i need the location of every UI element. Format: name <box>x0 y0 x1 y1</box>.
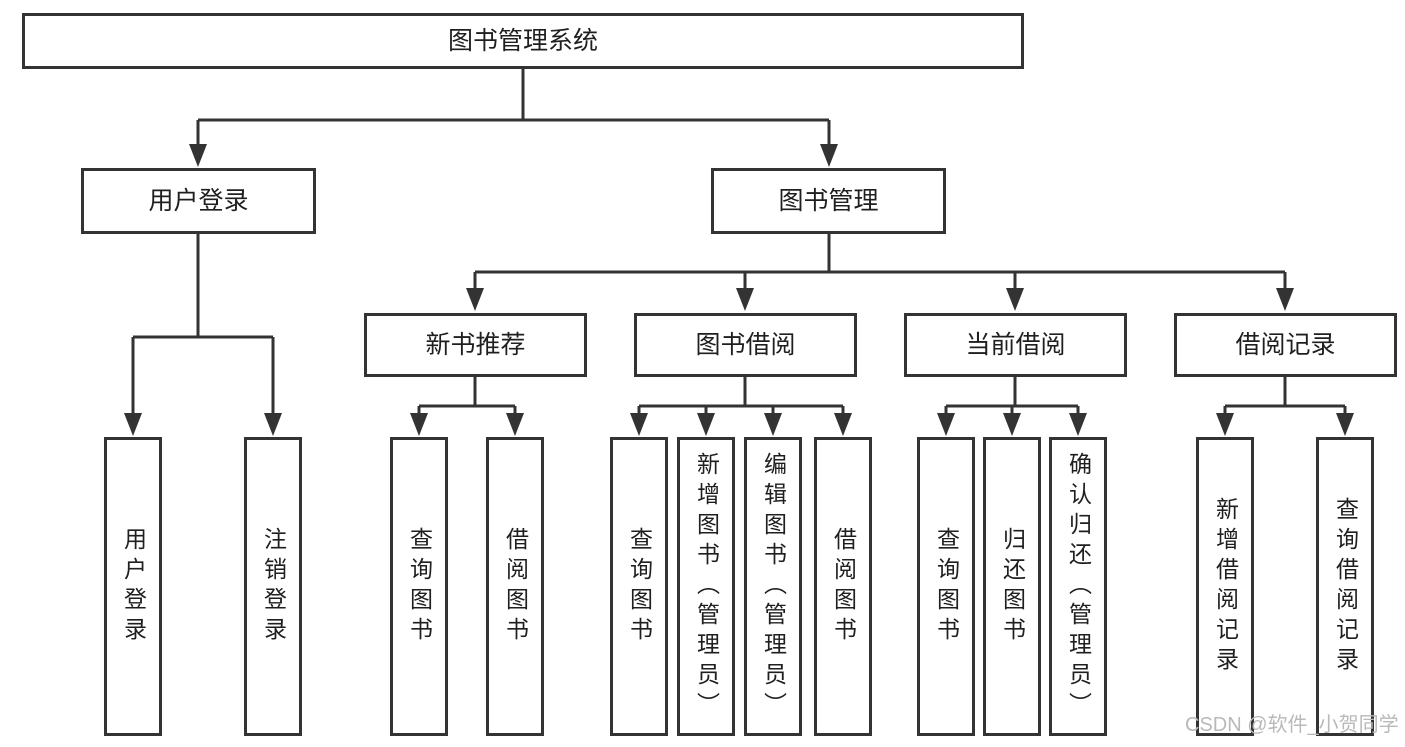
node-label: 新增图书（管理员） <box>693 451 720 722</box>
leaf-add-borrow-record: 新增借阅记录 <box>1196 437 1254 736</box>
node-label: 注销登录 <box>260 526 287 647</box>
node-label: 当前借阅 <box>965 330 1066 359</box>
node-label: 新书推荐 <box>425 330 526 359</box>
node-new-book-recommendation: 新书推荐 <box>364 313 587 377</box>
node-borrowing-records: 借阅记录 <box>1174 313 1397 377</box>
node-label: 编辑图书（管理员） <box>760 451 787 722</box>
node-book-borrowing: 图书借阅 <box>634 313 857 377</box>
leaf-query-books-recommend: 查询图书 <box>390 437 448 736</box>
leaf-borrow-books-borrowing: 借阅图书 <box>814 437 872 736</box>
node-label: 图书借阅 <box>695 330 796 359</box>
node-label: 查询图书 <box>933 526 960 647</box>
node-library-management-system: 图书管理系统 <box>22 13 1024 69</box>
leaf-borrow-books-recommend: 借阅图书 <box>486 437 544 736</box>
leaf-confirm-return-admin: 确认归还（管理员） <box>1049 437 1107 736</box>
node-label: 借阅图书 <box>502 526 529 647</box>
leaf-query-borrow-record: 查询借阅记录 <box>1316 437 1374 736</box>
leaf-query-books-current: 查询图书 <box>917 437 975 736</box>
node-label: 归还图书 <box>999 526 1026 647</box>
watermark: CSDN @软件_小贺同学 <box>1185 714 1399 736</box>
node-current-borrowing: 当前借阅 <box>904 313 1127 377</box>
node-label: 新增借阅记录 <box>1212 496 1239 677</box>
node-label: 图书管理系统 <box>447 26 598 55</box>
node-label: 查询借阅记录 <box>1332 496 1359 677</box>
leaf-return-books: 归还图书 <box>983 437 1041 736</box>
node-label: 用户登录 <box>148 186 249 215</box>
leaf-query-books-borrowing: 查询图书 <box>610 437 668 736</box>
leaf-edit-books-admin: 编辑图书（管理员） <box>744 437 802 736</box>
leaf-user-login: 用户登录 <box>104 437 162 736</box>
node-label: 查询图书 <box>626 526 653 647</box>
node-label: 借阅图书 <box>830 526 857 647</box>
node-label: 图书管理 <box>778 186 879 215</box>
node-label: 借阅记录 <box>1235 330 1336 359</box>
node-label: 确认归还（管理员） <box>1065 451 1092 722</box>
node-label: 查询图书 <box>406 526 433 647</box>
leaf-logout: 注销登录 <box>244 437 302 736</box>
node-book-management: 图书管理 <box>711 168 946 234</box>
node-label: 用户登录 <box>120 526 147 647</box>
leaf-add-books-admin: 新增图书（管理员） <box>677 437 735 736</box>
node-user-login: 用户登录 <box>81 168 316 234</box>
